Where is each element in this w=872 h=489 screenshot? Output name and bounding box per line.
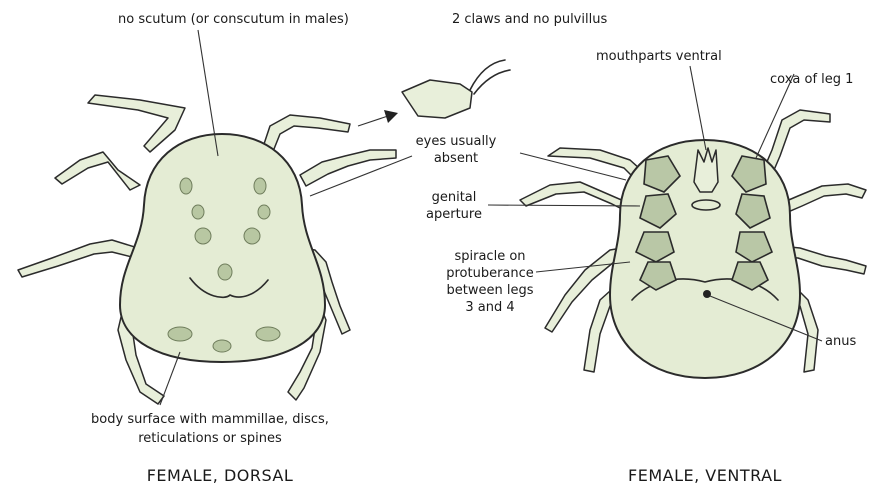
label-spiracle-line4: 3 and 4	[465, 300, 514, 315]
label-eyes-line1: eyes usually	[416, 134, 497, 149]
label-spiracle-line2: protuberance	[446, 266, 534, 281]
label-spiracle-line1: spiracle on	[454, 249, 525, 264]
claw-detail	[402, 60, 510, 118]
label-two-claws: 2 claws and no pulvillus	[452, 12, 607, 27]
dorsal-body	[120, 134, 325, 362]
caption-female-dorsal: FEMALE, DORSAL	[147, 466, 294, 485]
caption-female-ventral: FEMALE, VENTRAL	[628, 466, 782, 485]
label-body-surface-line2: reticulations or spines	[138, 431, 282, 446]
label-coxa-leg1: coxa of leg 1	[770, 72, 853, 87]
label-mouthparts-ventral: mouthparts ventral	[596, 49, 722, 64]
ventral-anus	[703, 290, 711, 298]
label-spiracle-line3: between legs	[447, 283, 534, 298]
label-genital-line1: genital	[432, 190, 477, 205]
label-body-surface-line1: body surface with mammillae, discs,	[91, 412, 329, 427]
label-genital-line2: aperture	[426, 207, 482, 222]
label-anus: anus	[825, 334, 856, 349]
arrow-to-claw	[358, 110, 398, 126]
dorsal-tick-illustration	[18, 60, 510, 404]
label-eyes-line2: absent	[434, 151, 478, 166]
label-no-scutum: no scutum (or conscutum in males)	[118, 12, 349, 27]
